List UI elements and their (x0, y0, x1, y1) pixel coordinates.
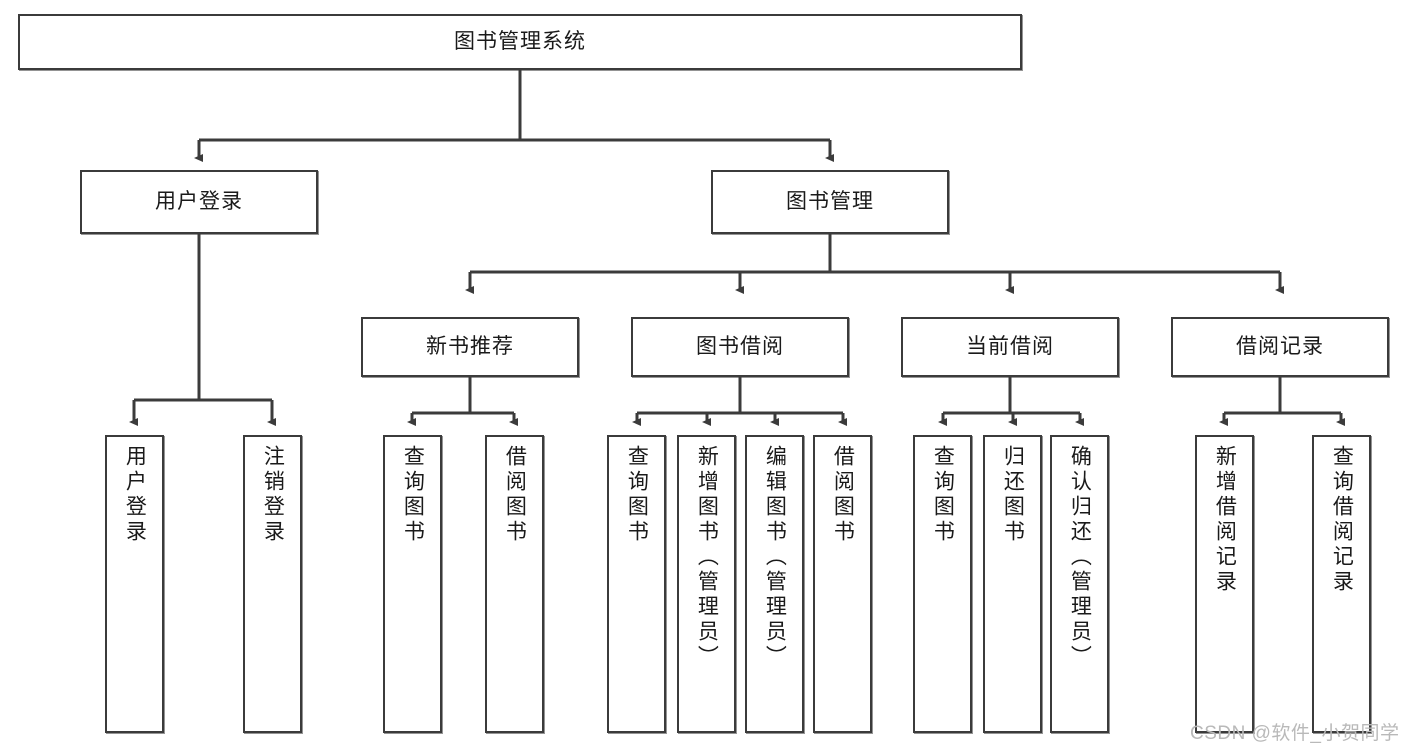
node-leaf-add-borrow-record[interactable]: 新增借阅记录 (1195, 435, 1254, 733)
node-leaf-query-book-2[interactable]: 查询图书 (607, 435, 666, 733)
node-leaf-query-book-3[interactable]: 查询图书 (913, 435, 972, 733)
node-leaf-user-login[interactable]: 用户登录 (105, 435, 164, 733)
node-root[interactable]: 图书管理系统 (18, 14, 1022, 70)
node-leaf-query-borrow-record-label: 查询借阅记录 (1330, 445, 1354, 595)
node-leaf-add-borrow-record-label: 新增借阅记录 (1213, 445, 1237, 595)
node-leaf-query-book-1-label: 查询图书 (401, 445, 425, 545)
node-leaf-query-borrow-record[interactable]: 查询借阅记录 (1312, 435, 1371, 733)
node-leaf-confirm-return-admin-label: 确认归还（管理员） (1068, 445, 1092, 670)
node-user-login[interactable]: 用户登录 (80, 170, 318, 234)
node-current-borrow[interactable]: 当前借阅 (901, 317, 1119, 377)
node-book-manage[interactable]: 图书管理 (711, 170, 949, 234)
node-leaf-return-book[interactable]: 归还图书 (983, 435, 1042, 733)
node-leaf-return-book-label: 归还图书 (1001, 445, 1025, 545)
node-leaf-borrow-book-1[interactable]: 借阅图书 (485, 435, 544, 733)
node-current-borrow-label: 当前借阅 (966, 334, 1054, 358)
node-book-borrow-label: 图书借阅 (696, 334, 784, 358)
node-leaf-add-book-admin[interactable]: 新增图书（管理员） (677, 435, 736, 733)
node-leaf-query-book-1[interactable]: 查询图书 (383, 435, 442, 733)
node-leaf-add-book-admin-label: 新增图书（管理员） (695, 445, 719, 670)
node-borrow-record[interactable]: 借阅记录 (1171, 317, 1389, 377)
node-leaf-borrow-book-2-label: 借阅图书 (831, 445, 855, 545)
node-leaf-user-logout[interactable]: 注销登录 (243, 435, 302, 733)
node-new-book-recommend[interactable]: 新书推荐 (361, 317, 579, 377)
node-book-borrow[interactable]: 图书借阅 (631, 317, 849, 377)
node-root-label: 图书管理系统 (454, 29, 586, 53)
node-user-login-label: 用户登录 (155, 189, 243, 213)
node-book-manage-label: 图书管理 (786, 189, 874, 213)
node-leaf-edit-book-admin[interactable]: 编辑图书（管理员） (745, 435, 804, 733)
node-leaf-confirm-return-admin[interactable]: 确认归还（管理员） (1050, 435, 1109, 733)
node-new-book-recommend-label: 新书推荐 (426, 334, 514, 358)
node-leaf-edit-book-admin-label: 编辑图书（管理员） (763, 445, 787, 670)
node-borrow-record-label: 借阅记录 (1236, 334, 1324, 358)
node-leaf-borrow-book-1-label: 借阅图书 (503, 445, 527, 545)
node-leaf-query-book-3-label: 查询图书 (931, 445, 955, 545)
node-leaf-user-logout-label: 注销登录 (261, 445, 285, 545)
node-leaf-borrow-book-2[interactable]: 借阅图书 (813, 435, 872, 733)
node-leaf-query-book-2-label: 查询图书 (625, 445, 649, 545)
node-leaf-user-login-label: 用户登录 (123, 445, 147, 545)
